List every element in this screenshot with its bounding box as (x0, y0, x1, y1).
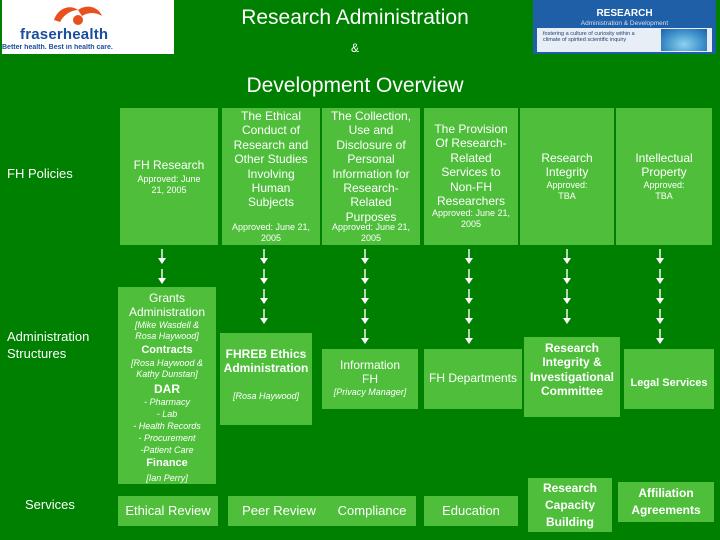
page-subtitle: Development Overview (246, 74, 464, 97)
service-box-education: Education (424, 496, 518, 526)
dar-items: - Pharmacy - Lab - Health Records - Proc… (133, 397, 201, 455)
contracts-people: [Rosa Haywood & Kathy Dunstan] (130, 358, 204, 380)
service-label: Peer Review (242, 503, 316, 518)
contracts-title: Contracts (141, 344, 193, 356)
policy-approved: Approved: June 21, 2005 (331, 222, 411, 244)
page-title: Research Administration (241, 6, 469, 29)
arrow-column-5 (562, 249, 572, 325)
service-box-peer-review: Peer Review (228, 496, 330, 526)
service-label: Research Capacity Building (542, 481, 598, 529)
logo-right-sub: Administration & Development (580, 20, 669, 27)
policy-approved: Approved: TBA (546, 180, 588, 202)
admin-box-information-fh: Information FH [Privacy Manager] (322, 349, 418, 409)
admin-box-fhreb: FHREB Ethics Administration [Rosa Haywoo… (220, 333, 312, 425)
policy-box-research-integrity: Research Integrity Approved: TBA (520, 108, 614, 245)
service-box-compliance: Compliance (328, 496, 416, 526)
service-box-capacity-building: Research Capacity Building (528, 478, 612, 532)
departments-label: FH Departments (428, 371, 518, 385)
row-label-services: Services (25, 497, 75, 512)
admin-box-research-office: Grants Administration [Mike Wasdell & Ro… (118, 287, 216, 484)
info-people: [Privacy Manager] (333, 387, 407, 397)
finance-title: Finance (146, 457, 188, 469)
arrow-column-3 (360, 249, 370, 345)
title-ampersand: & (350, 41, 359, 55)
grants-title: Grants Administration (128, 291, 206, 320)
policy-title: The Provision Of Research-Related Servic… (434, 122, 508, 208)
service-box-ethical-review: Ethical Review (118, 496, 218, 526)
admin-box-integrity-committee: Research Integrity & Investigational Com… (524, 337, 620, 417)
logo-right-title: RESEARCH (596, 8, 653, 19)
policy-approved: Approved: June 21, 2005 (137, 174, 201, 196)
policy-title: The Ethical Conduct of Research and Othe… (233, 109, 309, 210)
grants-people: [Mike Wasdell & Rosa Haywood] (134, 320, 200, 342)
policy-title: Research Integrity (541, 151, 593, 180)
ethics-title: FHREB Ethics Administration (223, 347, 309, 376)
fraserhealth-logo: fraserhealth Better health. Best in heal… (2, 0, 174, 54)
service-label: Education (442, 503, 500, 518)
policy-box-ethical-conduct: The Ethical Conduct of Research and Othe… (222, 108, 320, 245)
row-label-admin: Administration Structures (7, 329, 90, 361)
service-label: Ethical Review (125, 503, 211, 518)
policy-box-intellectual-property: Intellectual Property Approved: TBA (616, 108, 712, 245)
arrow-column-1 (157, 249, 167, 285)
policy-title: The Collection, Use and Disclosure of Pe… (330, 109, 412, 224)
logo-left-name: fraserhealth (20, 26, 109, 43)
finance-people: [Ian Perry] (146, 473, 188, 483)
row-label-policies: FH Policies (7, 166, 73, 181)
service-label: Compliance (337, 503, 407, 518)
admin-box-fh-departments: FH Departments (424, 349, 522, 409)
fraserhealth-mark-icon (54, 6, 102, 25)
service-label: Affiliation Agreements (631, 486, 701, 517)
logo-right-tagline: fostering a culture of curiosity within … (543, 31, 635, 44)
arrow-column-4 (464, 249, 474, 345)
arrow-column-6 (655, 249, 665, 345)
policy-approved: Approved: June 21, 2005 (431, 208, 511, 230)
policy-box-collection-use: The Collection, Use and Disclosure of Pe… (322, 108, 420, 245)
policy-title: FH Research (133, 158, 205, 172)
logo-left-tagline: Better health. Best in health care. (2, 44, 113, 51)
policy-approved: Approved: June 21, 2005 (231, 222, 311, 244)
policy-box-fh-research: FH Research Approved: June 21, 2005 (120, 108, 218, 245)
policy-box-provision-services: The Provision Of Research-Related Servic… (424, 108, 518, 245)
service-box-affiliation: Affiliation Agreements (618, 482, 714, 522)
dar-title: DAR (154, 382, 180, 396)
research-logo: RESEARCH Administration & Development fo… (533, 0, 716, 54)
water-drop-icon (661, 29, 707, 51)
info-title: Information FH (339, 358, 401, 387)
admin-box-legal: Legal Services (624, 349, 714, 409)
policy-title: Intellectual Property (635, 151, 693, 180)
legal-label: Legal Services (630, 377, 708, 389)
ethics-people: [Rosa Haywood] (232, 391, 300, 401)
policy-approved: Approved: TBA (643, 180, 685, 202)
integrity-committee-label: Research Integrity & Investigational Com… (529, 341, 615, 399)
arrow-column-2 (259, 249, 269, 325)
